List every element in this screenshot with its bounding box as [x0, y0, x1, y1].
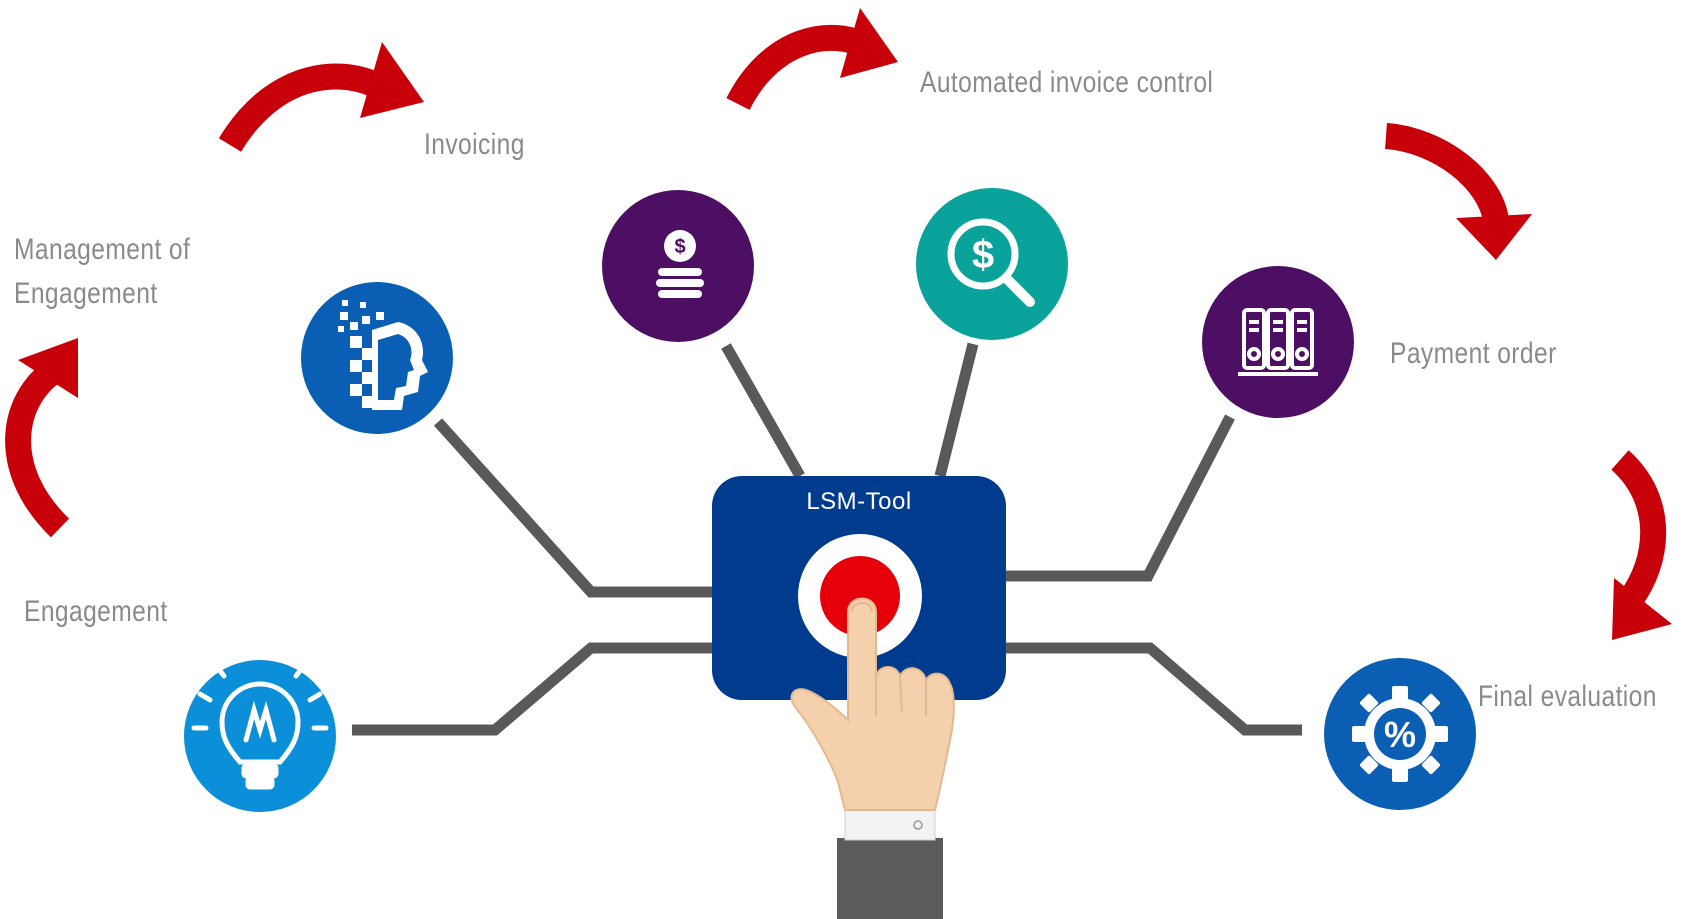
- arrow-management-to-invoicing: [218, 63, 392, 152]
- arrow-engagement-to-management: [5, 359, 70, 538]
- connector-invoicing: [721, 343, 805, 479]
- connector-final-evaluation: [1006, 642, 1302, 736]
- arrow-head-5: [1612, 578, 1672, 640]
- arrow-payment-to-final: [1610, 450, 1667, 608]
- engagement-label: Engagement: [24, 595, 168, 628]
- shirt-cuff: [844, 809, 936, 841]
- connector-engagement: [352, 642, 712, 736]
- arrow-head-3: [840, 8, 898, 78]
- arrow-head-1: [18, 338, 78, 398]
- arrow-head-2: [360, 42, 424, 118]
- connector-management: [433, 418, 712, 598]
- svg-text:%: %: [1384, 714, 1416, 755]
- dollar-search-icon: $: [947, 218, 1035, 307]
- connector-invoice-control: [934, 342, 979, 478]
- svg-text:$: $: [674, 236, 685, 258]
- record-button: [820, 556, 900, 636]
- management-node: [301, 282, 453, 434]
- arrow-control-to-payment: [1384, 123, 1509, 223]
- lsm-tool-title: LSM-Tool: [806, 488, 912, 515]
- invoice-control-node: $: [916, 188, 1068, 340]
- flow-arrows: [5, 8, 1672, 640]
- digital-head-icon: [338, 300, 428, 410]
- management-label-line-1: Management of: [14, 233, 191, 266]
- sleeve: [837, 838, 943, 919]
- svg-text:$: $: [972, 233, 994, 277]
- final-evaluation-label: Final evaluation: [1478, 680, 1657, 713]
- percent-gear-icon: %: [1352, 686, 1448, 782]
- coin-stack-icon: $: [656, 230, 704, 298]
- payment-order-label: Payment order: [1390, 337, 1557, 370]
- binders-icon: [1238, 308, 1318, 376]
- invoicing-label: Invoicing: [424, 128, 525, 161]
- management-label: Management of Engagement: [14, 228, 190, 315]
- engagement-node: [184, 660, 336, 812]
- management-label-line-2: Engagement: [14, 276, 158, 310]
- final-evaluation-node: %: [1324, 658, 1476, 810]
- invoicing-node: $: [602, 190, 754, 342]
- connector-payment-order: [1006, 414, 1235, 582]
- arrow-head-4: [1456, 214, 1532, 260]
- hand-illustration: [837, 809, 943, 919]
- connector-lines: [352, 342, 1302, 736]
- lightbulb-icon: [191, 665, 329, 790]
- payment-order-node: [1202, 266, 1354, 418]
- invoice-control-label: Automated invoice control: [920, 66, 1214, 99]
